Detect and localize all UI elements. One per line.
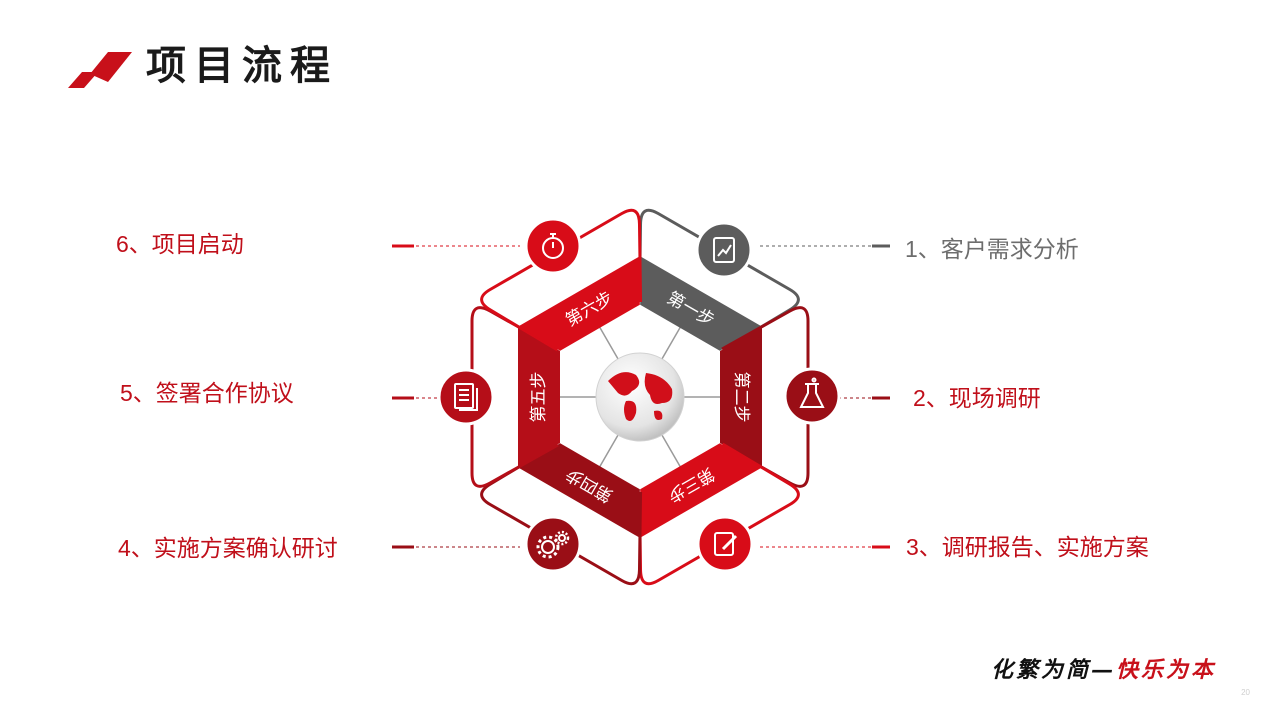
step-2-label: 2、现场调研 (913, 385, 1041, 411)
page-number: 20 (1241, 688, 1250, 697)
slogan-part-1: 化繁为简— (990, 657, 1116, 683)
card-fill (720, 327, 762, 467)
chart-document-icon (713, 237, 735, 263)
footer-slogan: 化繁为简—快乐为本 (991, 652, 1216, 688)
card-fill (518, 443, 640, 538)
step-5-card: 第五步 (470, 306, 560, 488)
stopwatch-icon (542, 233, 564, 259)
gears-icon (536, 530, 570, 559)
step-5-tag: 第五步 (529, 372, 549, 423)
card-fill (640, 256, 762, 351)
step-3-label: 3、调研报告、实施方案 (906, 534, 1149, 560)
edit-document-icon (714, 532, 738, 556)
page-title: 项目流程 (146, 43, 338, 89)
icon-circle (437, 368, 495, 426)
step-6-label: 6、项目启动 (116, 231, 244, 257)
step-4-label: 4、实施方案确认研讨 (118, 535, 338, 561)
icon-circle (783, 367, 841, 425)
documents-icon (454, 383, 478, 411)
globe-continents (608, 372, 673, 421)
card-fill (518, 327, 560, 467)
logo-mark-icon (68, 52, 132, 88)
flask-icon (799, 377, 825, 408)
step-4-card: 第四步 (480, 442, 643, 586)
slogan-part-2: 快乐为本 (1115, 657, 1216, 683)
step-1-label: 1、客户需求分析 (905, 236, 1079, 262)
card-fill (518, 256, 640, 351)
step-5-label: 5、签署合作协议 (120, 380, 294, 406)
card-fill (640, 443, 762, 538)
step-2-tag: 第二步 (731, 372, 751, 423)
icon-circle (696, 515, 754, 573)
